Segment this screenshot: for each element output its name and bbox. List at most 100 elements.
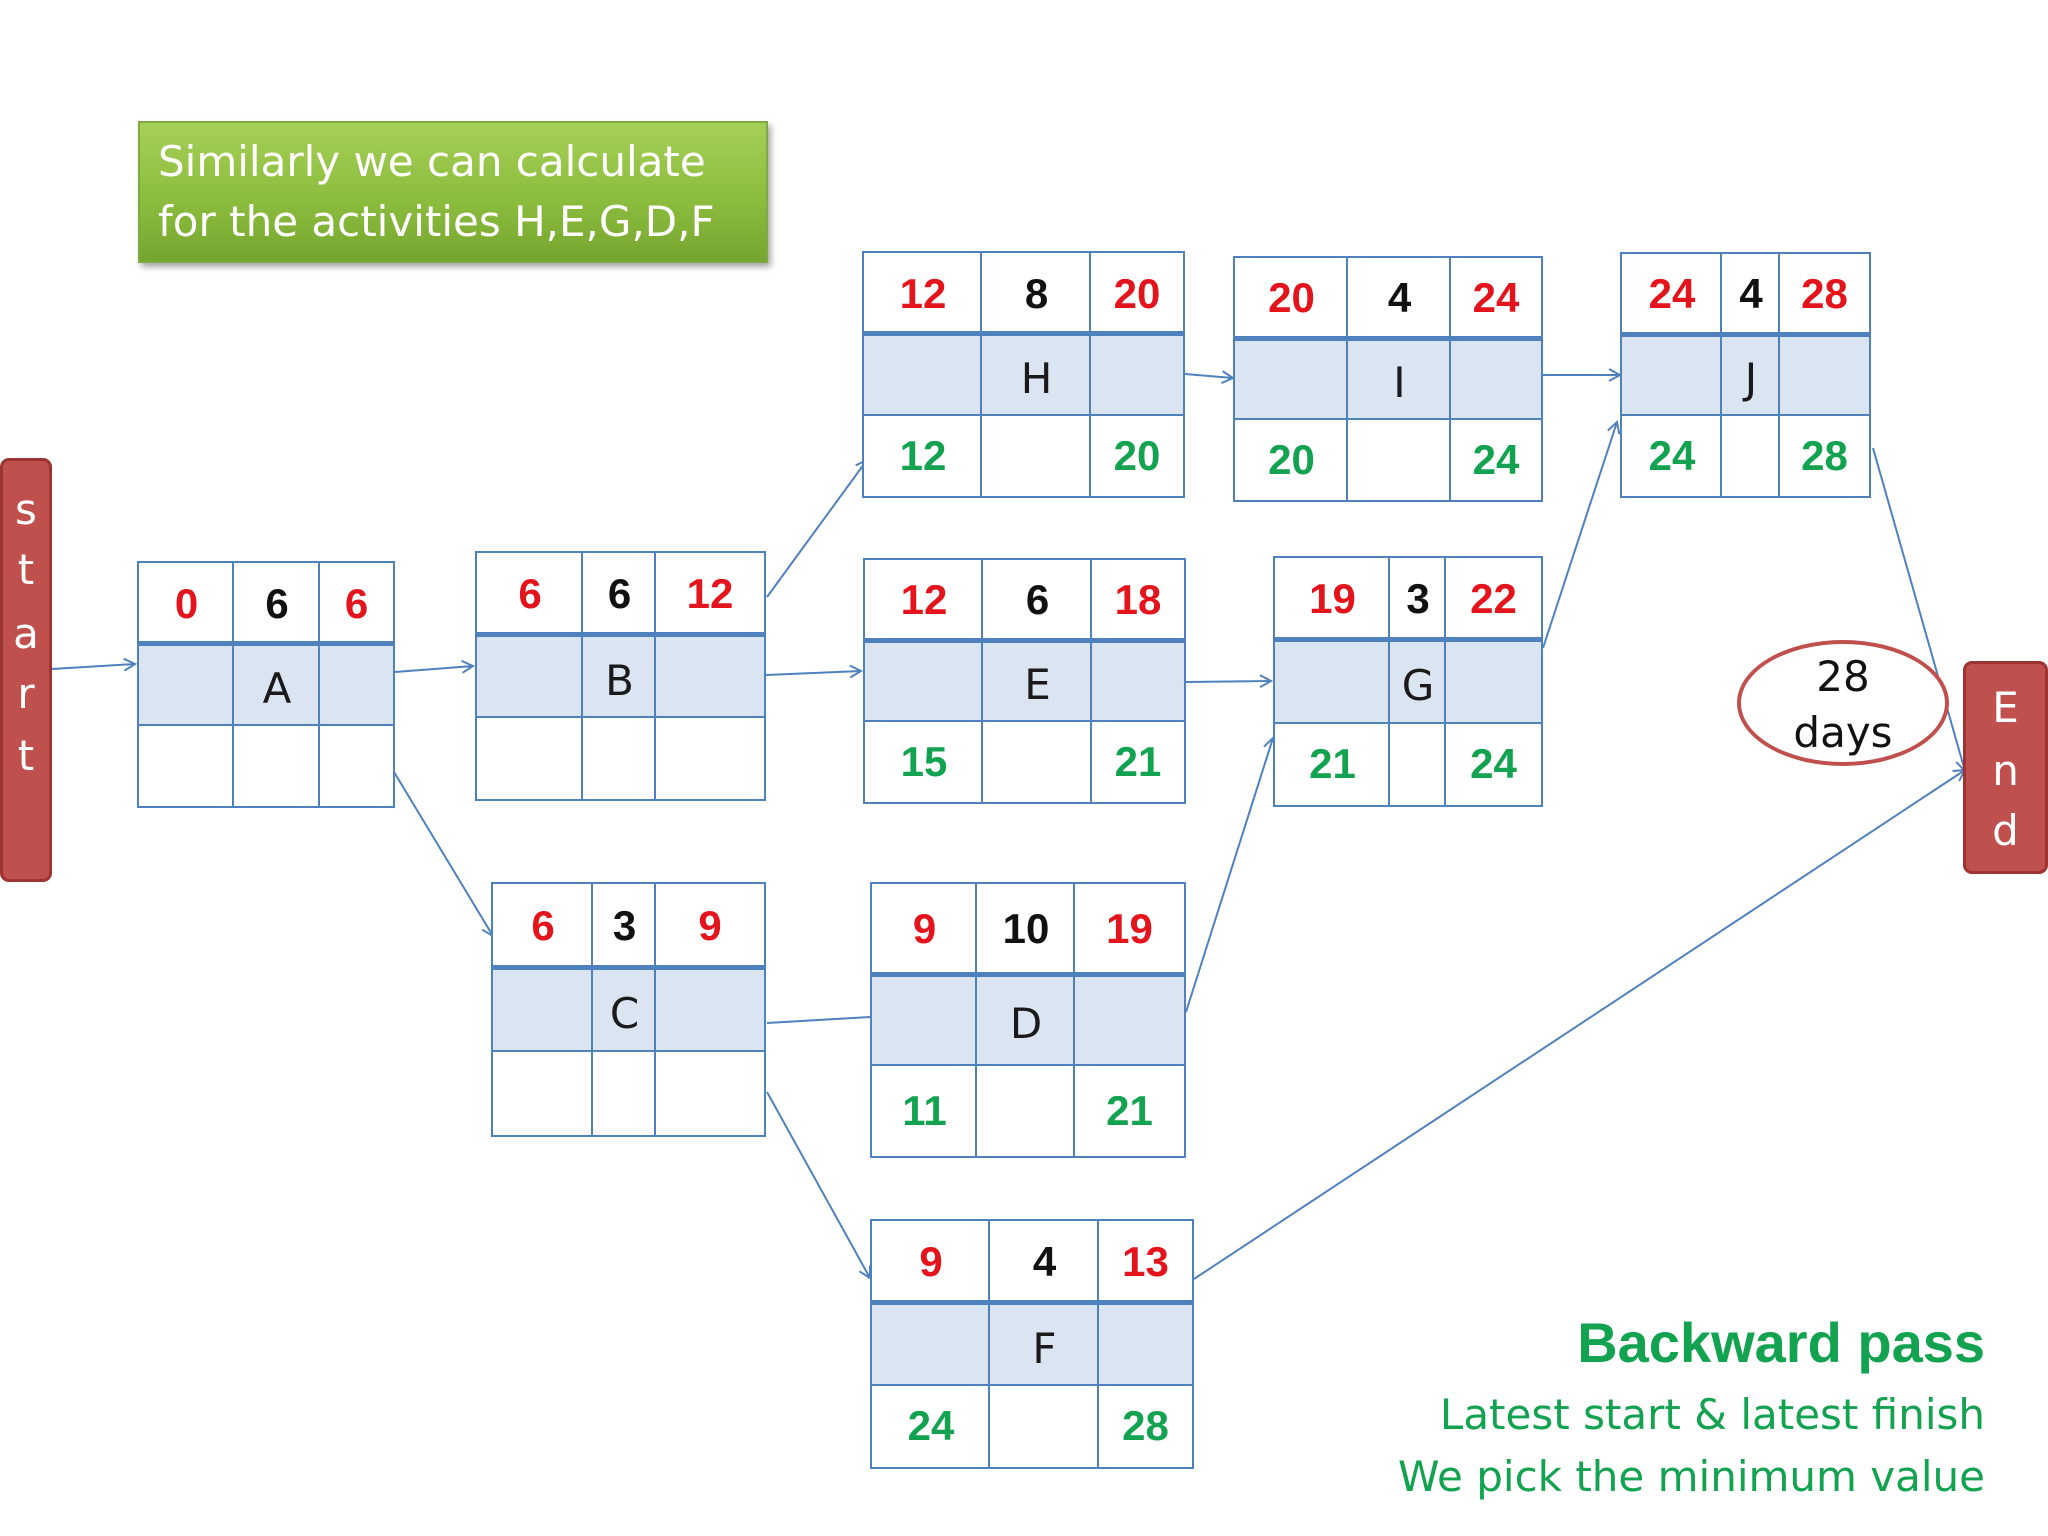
activity-label: E xyxy=(1024,660,1051,710)
early-finish: 22 xyxy=(1470,575,1517,623)
legend-title: Backward pass xyxy=(1577,1311,1985,1374)
node-column-divider xyxy=(1449,258,1451,500)
node-column-divider xyxy=(581,553,583,799)
activity-label: H xyxy=(1020,354,1053,403)
duration: 4 xyxy=(1032,1238,1057,1285)
early-start: 24 xyxy=(1648,270,1696,318)
node-middle-band xyxy=(872,971,1184,1067)
duration: 6 xyxy=(1025,576,1050,624)
start-letter-t2: t xyxy=(17,731,35,780)
early-start: 12 xyxy=(900,576,948,624)
node-middle-band xyxy=(477,632,764,718)
node-column-divider xyxy=(1388,558,1390,805)
early-finish: 19 xyxy=(1106,905,1153,953)
node-middle-band xyxy=(139,641,393,726)
node-middle-band xyxy=(1235,335,1541,421)
arrow-start-to-a xyxy=(51,664,135,669)
activity-label: J xyxy=(1744,354,1758,404)
duration: 10 xyxy=(1002,905,1050,953)
late-start xyxy=(493,1051,593,1135)
node-middle-band xyxy=(872,1300,1192,1386)
node-column-divider xyxy=(654,553,656,799)
node-column-divider xyxy=(1097,1221,1099,1467)
early-start: 9 xyxy=(912,905,937,953)
early-finish: 20 xyxy=(1113,269,1161,317)
start-letter-s: s xyxy=(15,485,37,534)
arrow-c-to-d xyxy=(766,1016,887,1024)
late-start xyxy=(139,725,234,806)
node-column-divider xyxy=(980,253,982,496)
late-start: 20 xyxy=(1268,435,1315,483)
late-start: 11 xyxy=(902,1086,947,1134)
arrow-h-to-i xyxy=(1184,374,1233,378)
duration: 4 xyxy=(1387,274,1412,322)
node-middle-band xyxy=(1622,331,1869,417)
arrow-f-to-end xyxy=(1193,770,1965,1280)
late-start: 24 xyxy=(907,1402,955,1449)
activity-label: B xyxy=(605,655,634,705)
early-finish: 6 xyxy=(344,579,369,627)
late-finish xyxy=(320,725,393,806)
early-start: 0 xyxy=(174,579,199,627)
late-finish xyxy=(656,1051,764,1135)
early-finish: 28 xyxy=(1801,270,1848,318)
late-finish: 21 xyxy=(1106,1086,1153,1134)
legend-line-2: We pick the minimum value xyxy=(1397,1452,1985,1501)
end-letter-n: n xyxy=(1992,746,2019,795)
late-start xyxy=(477,717,583,799)
duration: 4 xyxy=(1739,270,1763,318)
node-column-divider xyxy=(1073,884,1075,1156)
start-bar: s t a r t xyxy=(0,458,52,882)
early-start: 19 xyxy=(1309,575,1356,623)
early-start: 6 xyxy=(531,901,555,949)
early-finish: 9 xyxy=(698,901,722,949)
late-start: 24 xyxy=(1648,431,1696,479)
node-column-divider xyxy=(981,560,983,802)
legend-line-1: Latest start & latest finish xyxy=(1439,1390,1985,1439)
activity-label: C xyxy=(609,988,640,1038)
early-start: 20 xyxy=(1268,274,1315,322)
early-start: 6 xyxy=(518,570,542,617)
activity-label: F xyxy=(1032,1323,1057,1373)
duration: 3 xyxy=(612,901,637,949)
node-column-divider xyxy=(232,563,234,806)
end-letter-d: d xyxy=(1992,806,2019,855)
activity-label: D xyxy=(1009,999,1043,1049)
arrow-c-to-f xyxy=(766,1091,870,1278)
duration: 6 xyxy=(265,579,289,627)
node-column-divider xyxy=(654,884,656,1135)
start-letter-r: r xyxy=(17,669,35,718)
node-column-divider xyxy=(1720,254,1722,496)
activity-label: G xyxy=(1401,660,1435,710)
node-middle-band xyxy=(1275,637,1541,724)
late-finish: 28 xyxy=(1122,1402,1169,1449)
duration: 8 xyxy=(1024,269,1049,317)
arrow-e-to-g xyxy=(1185,681,1271,682)
project-duration-badge: 28 days xyxy=(1737,640,1949,766)
node-column-divider xyxy=(591,884,593,1135)
duration: 3 xyxy=(1406,575,1430,623)
end-bar: E n d xyxy=(1963,661,2048,874)
activity-label: A xyxy=(262,664,292,713)
early-finish: 12 xyxy=(686,570,734,617)
late-start: 21 xyxy=(1309,739,1356,787)
start-letter-t: t xyxy=(17,545,35,594)
duration: 6 xyxy=(607,570,632,617)
callout-line-2: for the activities H,E,G,D,F xyxy=(158,197,715,246)
arrow-a-to-b xyxy=(394,666,473,672)
early-finish: 13 xyxy=(1122,1238,1169,1285)
node-column-divider xyxy=(1089,253,1091,496)
arrow-b-to-h xyxy=(766,460,867,598)
late-finish: 20 xyxy=(1113,431,1161,479)
info-callout: Similarly we can calculate for the activ… xyxy=(138,121,768,263)
node-column-divider xyxy=(318,563,320,806)
